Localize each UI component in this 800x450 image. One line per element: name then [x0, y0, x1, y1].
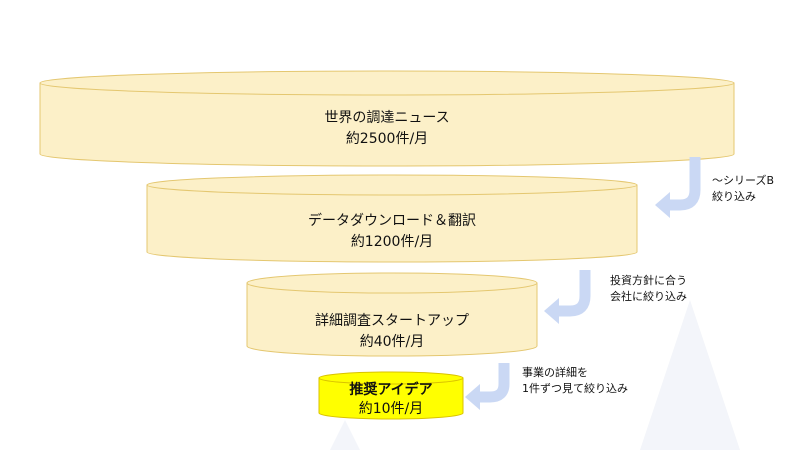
- stage-label-1: 世界の調達ニュース 約2500件/月: [287, 108, 487, 150]
- stage-volume: 約40件/月: [359, 334, 425, 350]
- stage-label-2: データダウンロード＆翻訳 約1200件/月: [272, 211, 512, 253]
- stage-title: 推奨アイデア: [349, 382, 433, 398]
- filter-note-line: 絞り込み: [712, 190, 756, 203]
- stage-label-3: 詳細調査スタートアップ 約40件/月: [292, 311, 492, 353]
- disc-body: [318, 377, 464, 420]
- funnel-stage-4: [318, 371, 464, 420]
- filter-arrow-2: [544, 270, 591, 324]
- funnel-stage-2: [146, 174, 638, 263]
- background-decoration: [640, 300, 740, 450]
- filter-arrow-1: [655, 157, 701, 218]
- stage-title: データダウンロード＆翻訳: [308, 213, 476, 229]
- disc-body: [246, 282, 538, 357]
- disc-top: [39, 70, 735, 96]
- filter-note-line: 会社に絞り込み: [610, 290, 687, 303]
- stage-volume: 約1200件/月: [350, 234, 434, 250]
- filter-note-line: 投資方針に合う: [610, 274, 687, 287]
- stage-title: 詳細調査スタートアップ: [315, 313, 469, 329]
- funnel-stage-1: [39, 70, 735, 167]
- filter-note-3: 事業の詳細を 1件ずつ見て絞り込み: [522, 365, 628, 397]
- disc-top: [246, 272, 538, 294]
- stage-volume: 約2500件/月: [345, 131, 429, 147]
- disc-top: [318, 371, 464, 385]
- stage-title: 世界の調達ニュース: [324, 110, 450, 126]
- filter-note-line: 事業の詳細を: [522, 366, 588, 379]
- funnel-stage-3: [246, 272, 538, 357]
- filter-note-2: 投資方針に合う 会社に絞り込み: [610, 273, 687, 305]
- filter-note-line: 1件ずつ見て絞り込み: [522, 382, 628, 395]
- disc-body: [39, 82, 735, 167]
- background-decoration: [330, 420, 360, 450]
- filter-arrow-3: [465, 363, 510, 410]
- filter-note-1: ～シリーズB 絞り込み: [712, 173, 774, 205]
- stage-label-4: 推奨アイデア 約10件/月: [321, 381, 461, 419]
- filter-note-line: ～シリーズB: [712, 174, 774, 187]
- disc-top: [146, 174, 638, 196]
- disc-body: [146, 184, 638, 263]
- stage-volume: 約10件/月: [358, 401, 424, 417]
